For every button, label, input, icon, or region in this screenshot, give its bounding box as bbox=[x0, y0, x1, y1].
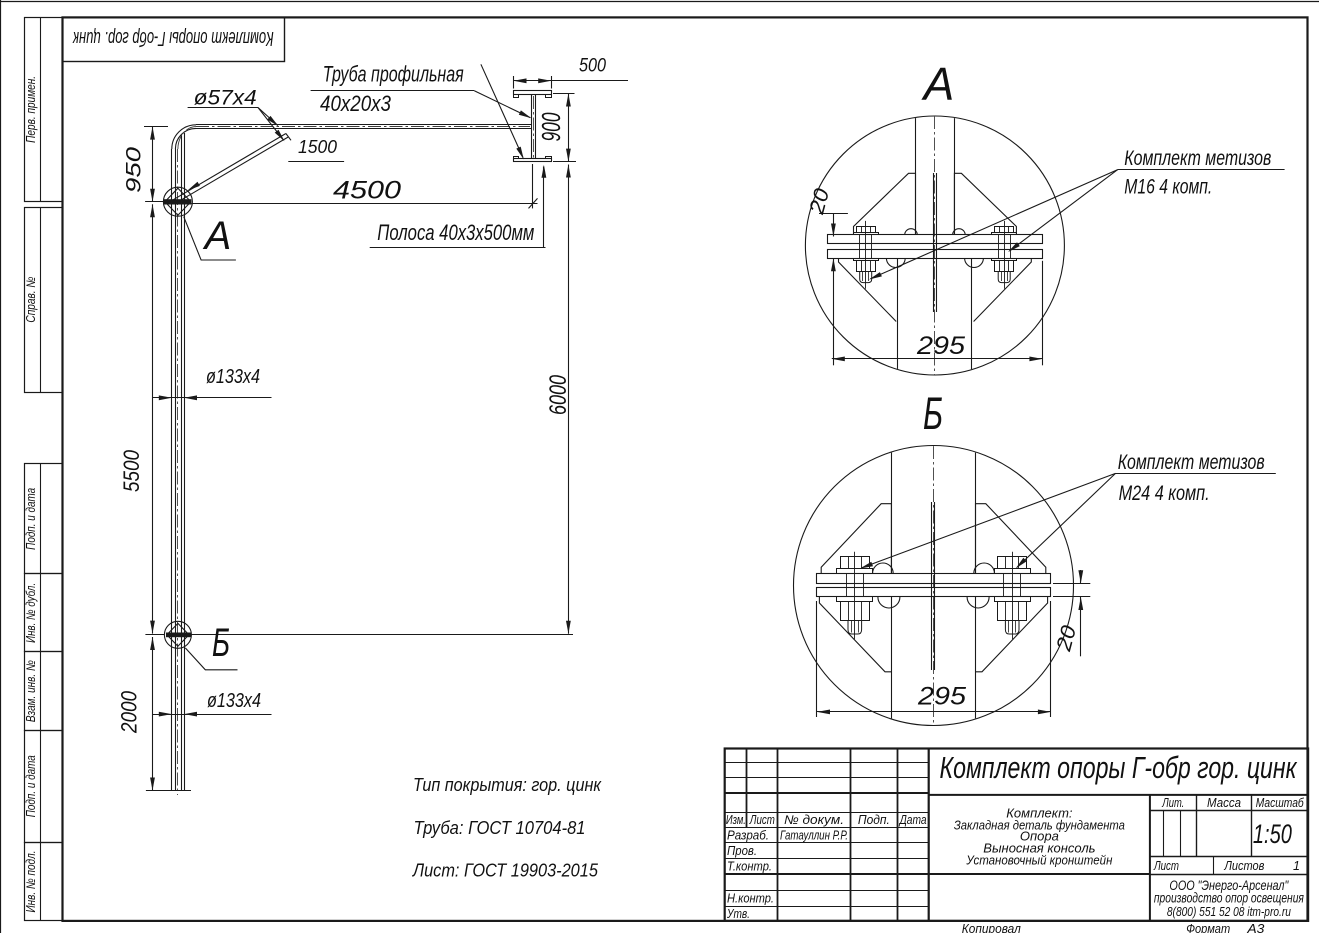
svg-text:Инв. № дубл.: Инв. № дубл. bbox=[24, 583, 38, 643]
svg-text:6000: 6000 bbox=[545, 375, 572, 415]
svg-text:Дата: Дата bbox=[898, 813, 927, 827]
svg-text:Комплект метизов: Комплект метизов bbox=[1124, 147, 1271, 170]
svg-text:Лист: Лист bbox=[1153, 859, 1179, 873]
svg-text:Труба профильная: Труба профильная bbox=[323, 62, 464, 87]
svg-text:ø133х4: ø133х4 bbox=[207, 690, 261, 712]
svg-text:Комплект опоры Г-обр гор. цинк: Комплект опоры Г-обр гор. цинк bbox=[940, 750, 1298, 785]
svg-text:Труба: ГОСТ 10704-81: Труба: ГОСТ 10704-81 bbox=[414, 818, 586, 838]
svg-text:Установочный кронштейн: Установочный кронштейн bbox=[966, 853, 1113, 868]
svg-text:8(800) 551 52 08 itm-pro.ru: 8(800) 551 52 08 itm-pro.ru bbox=[1167, 904, 1291, 919]
svg-text:Масштаб: Масштаб bbox=[1256, 796, 1305, 810]
svg-text:1:50: 1:50 bbox=[1253, 819, 1292, 849]
svg-text:Справ. №: Справ. № bbox=[24, 276, 38, 322]
svg-text:Инв. № подл.: Инв. № подл. bbox=[24, 851, 38, 913]
svg-text:А3: А3 bbox=[1246, 921, 1265, 933]
svg-text:Формат: Формат bbox=[1186, 921, 1230, 933]
svg-text:Н.контр.: Н.контр. bbox=[727, 892, 774, 906]
svg-text:295: 295 bbox=[916, 332, 965, 360]
svg-text:900: 900 bbox=[536, 112, 566, 141]
svg-text:М16 4 комп.: М16 4 комп. bbox=[1124, 176, 1212, 199]
svg-text:Перв. примен.: Перв. примен. bbox=[24, 76, 38, 143]
svg-text:Полоса 40х3х500мм: Полоса 40х3х500мм bbox=[377, 220, 534, 245]
svg-text:950: 950 bbox=[123, 147, 146, 193]
svg-text:1500: 1500 bbox=[298, 137, 337, 157]
svg-text:А: А bbox=[921, 58, 955, 110]
svg-text:Подп.: Подп. bbox=[858, 813, 890, 827]
svg-text:Утв.: Утв. bbox=[726, 907, 750, 921]
svg-text:295: 295 bbox=[917, 682, 966, 710]
svg-text:Пров.: Пров. bbox=[727, 844, 757, 858]
svg-text:5500: 5500 bbox=[119, 449, 144, 492]
svg-text:Лист: ГОСТ 19903-2015: Лист: ГОСТ 19903-2015 bbox=[412, 861, 599, 881]
svg-text:Опора: Опора bbox=[1020, 828, 1059, 843]
svg-text:производство опор освещения: производство опор освещения bbox=[1154, 889, 1304, 905]
svg-text:М24 4 комп.: М24 4 комп. bbox=[1119, 482, 1210, 505]
svg-text:2000: 2000 bbox=[116, 690, 141, 734]
svg-text:40х20х3: 40х20х3 bbox=[320, 91, 392, 116]
svg-text:Т.контр.: Т.контр. bbox=[727, 860, 772, 874]
svg-text:Лит.: Лит. bbox=[1162, 796, 1185, 810]
svg-text:Взам. инв. №: Взам. инв. № bbox=[24, 660, 38, 722]
svg-text:500: 500 bbox=[579, 56, 606, 77]
svg-text:Подп. и дата: Подп. и дата bbox=[24, 488, 38, 550]
svg-text:Комплект опоры Г-обр гор. цинк: Комплект опоры Г-обр гор. цинк bbox=[72, 27, 274, 49]
svg-text:№ докум.: № докум. bbox=[784, 813, 844, 827]
svg-text:Разраб.: Разраб. bbox=[727, 829, 769, 843]
svg-text:А: А bbox=[203, 214, 232, 258]
svg-text:ø57х4: ø57х4 bbox=[194, 87, 257, 110]
svg-text:Изм.: Изм. bbox=[726, 813, 746, 827]
svg-text:Комплект:: Комплект: bbox=[1006, 806, 1073, 821]
svg-text:Копировал: Копировал bbox=[962, 921, 1022, 933]
svg-text:4500: 4500 bbox=[333, 177, 401, 205]
svg-text:Б: Б bbox=[923, 388, 943, 439]
svg-text:Закладная деталь фундамента: Закладная деталь фундамента bbox=[954, 818, 1125, 833]
svg-text:Лист: Лист bbox=[749, 813, 775, 827]
svg-text:Комплект метизов: Комплект метизов bbox=[1118, 451, 1265, 474]
svg-text:Тип покрытия: гор. цинк: Тип покрытия: гор. цинк bbox=[413, 775, 602, 795]
svg-text:1: 1 bbox=[1293, 859, 1300, 873]
svg-text:Б: Б bbox=[212, 621, 230, 665]
svg-text:Подп. и дата: Подп. и дата bbox=[24, 755, 38, 817]
svg-text:ООО "Энерго-Арсенал": ООО "Энерго-Арсенал" bbox=[1169, 877, 1289, 893]
svg-text:Листов: Листов bbox=[1224, 859, 1265, 873]
svg-text:Масса: Масса bbox=[1207, 796, 1241, 810]
svg-text:ø133х4: ø133х4 bbox=[206, 366, 260, 388]
svg-text:Гатауллин Р.Р.: Гатауллин Р.Р. bbox=[780, 829, 848, 843]
svg-text:Выносная консоль: Выносная консоль bbox=[983, 840, 1095, 855]
